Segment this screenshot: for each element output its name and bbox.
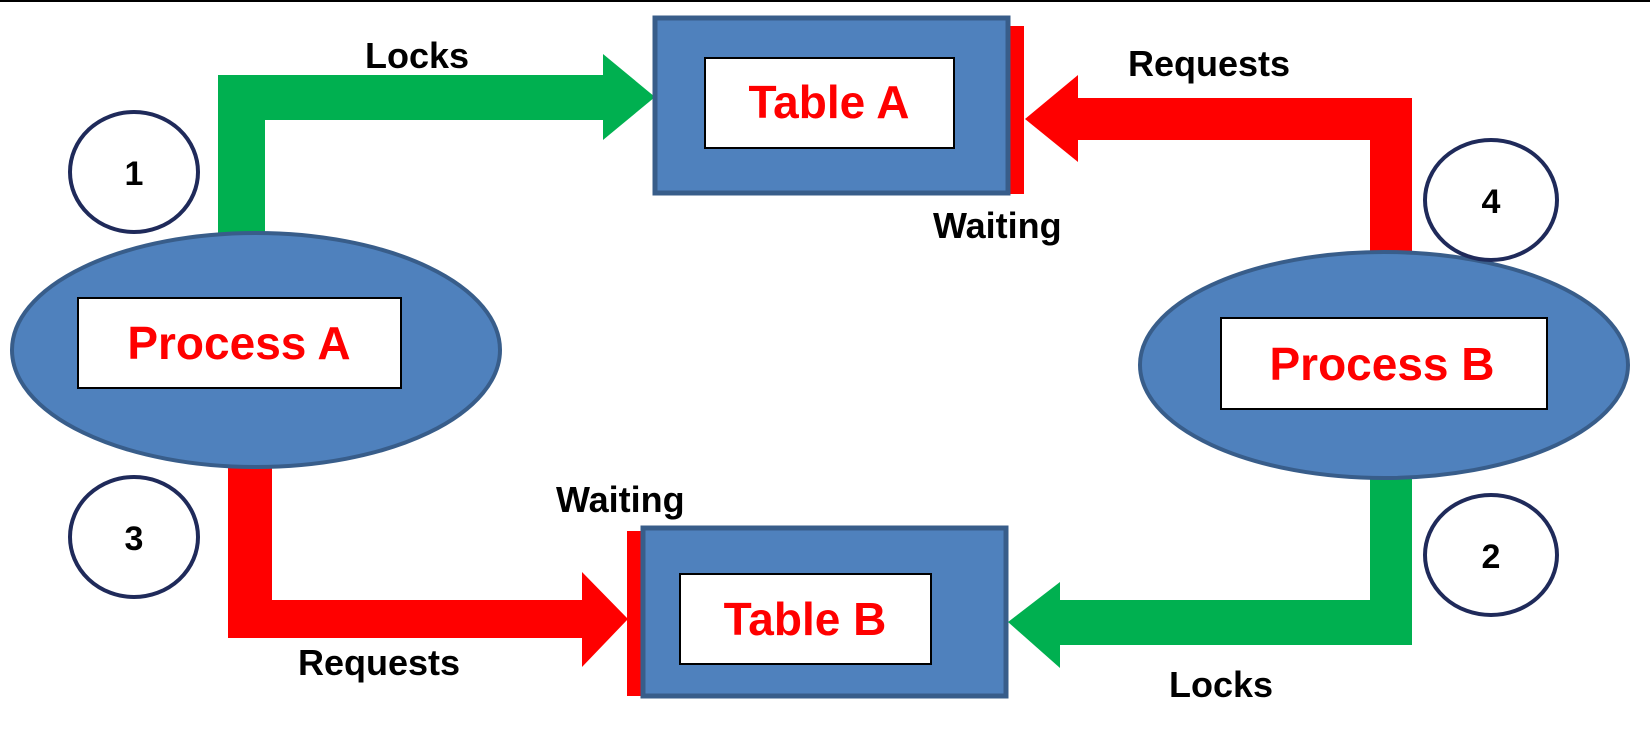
arrow-a-requests-table-b [228,460,628,667]
arrow-head [1008,582,1060,668]
requests-label-bottom: Requests [298,642,460,683]
process-b: Process B [1138,250,1630,480]
arrow-shaft [1078,98,1412,252]
arrow-shaft [218,75,603,240]
table-b-label: Table B [724,593,887,645]
arrow-a-locks-table-a [218,54,655,240]
process-label-box [77,297,402,389]
table-a-label: Table A [748,76,909,128]
step-circle-2: 2 [1423,493,1559,617]
circle-outline [1423,138,1559,262]
step-number: 1 [125,155,144,193]
process-a: Process A [10,231,502,469]
process-a-label: Process A [127,317,350,369]
circle-outline [68,475,200,599]
waiting-label-table-b: Waiting [556,479,685,520]
arrow-shaft [1060,470,1412,645]
step-number: 2 [1482,538,1501,576]
arrow-head [582,572,628,667]
arrow-head [1025,75,1078,162]
process-b-label: Process B [1269,338,1494,390]
waiting-bar [627,531,644,696]
locks-label-top: Locks [365,35,469,76]
arrow-b-locks-table-b [1008,470,1412,668]
table-a: Table A [652,15,1024,196]
arrow-shaft [228,460,582,638]
arrow-head [603,54,655,140]
circle-outline [1423,493,1559,617]
table-label-box [704,57,955,149]
waiting-bar [1007,26,1024,194]
step-circle-3: 3 [68,475,200,599]
step-number: 3 [125,520,144,558]
step-circle-4: 4 [1423,138,1559,262]
locks-label-bottom: Locks [1169,664,1273,705]
circle-outline [68,110,200,234]
process-label-box [1220,317,1548,410]
arrow-b-requests-table-a [1025,75,1412,252]
table-label-box [679,573,932,665]
table-b: Table B [627,525,1009,699]
requests-label-top: Requests [1128,43,1290,84]
waiting-label-table-a: Waiting [933,205,1062,246]
step-number: 4 [1482,183,1501,221]
step-circle-1: 1 [68,110,200,234]
